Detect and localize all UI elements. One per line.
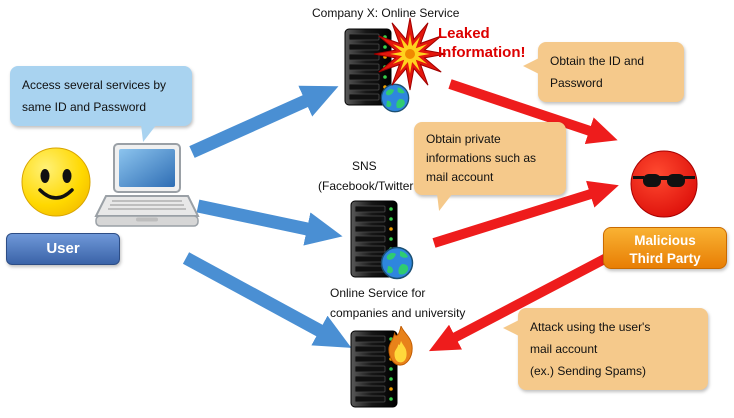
speech-bubble-access: Access several services by same ID and P… xyxy=(10,66,192,142)
laptop-node xyxy=(92,142,200,239)
arrow-user-to-companyx xyxy=(189,85,339,158)
arrow-leak-to-malicious xyxy=(448,79,618,144)
malicious-label-badge: Malicious Third Party xyxy=(603,227,727,269)
sns-title: SNS xyxy=(352,159,377,173)
angry-face-sunglasses-icon xyxy=(630,150,698,218)
bubble-line: mail account xyxy=(426,170,494,184)
arrow-malicious-attack xyxy=(428,248,619,352)
bubble-line: Access several services by xyxy=(22,78,167,92)
bubble-line: Obtain private xyxy=(426,132,501,146)
smiley-face-icon xyxy=(21,147,91,217)
laptop-icon xyxy=(94,143,200,227)
online-service-title-line2: companies and university xyxy=(330,306,466,320)
speech-bubble-attack: Attack using the user's mail account (ex… xyxy=(503,308,708,390)
sns-subtitle: (Facebook/Twitter etc..) xyxy=(318,179,444,193)
sns-server xyxy=(350,200,414,280)
bubble-line: Attack using the user's xyxy=(530,320,651,334)
bubble-tail xyxy=(523,58,539,74)
globe-icon xyxy=(380,246,414,280)
leaked-information-label: Leaked Information! xyxy=(438,24,526,62)
user-label-badge: User xyxy=(6,233,120,265)
bubble-line: informations such as xyxy=(426,151,537,165)
online-service-server xyxy=(350,326,413,418)
speech-bubble-obtain-id: Obtain the ID and Password xyxy=(523,42,684,102)
explosion-burst-icon xyxy=(373,17,447,91)
online-service-title-line1: Online Service for xyxy=(330,286,426,300)
arrow-user-to-online-service xyxy=(182,252,352,348)
leaked-line1: Leaked xyxy=(438,25,490,42)
bubble-line: Password xyxy=(550,76,603,90)
companyx-title: Company X: Online Service xyxy=(312,6,460,20)
bubble-line: (ex.) Sending Spams) xyxy=(530,364,647,378)
companyx-server xyxy=(344,17,447,113)
arrow-user-to-sns xyxy=(196,199,343,246)
leaked-line2: Information! xyxy=(438,44,526,61)
bubble-line: same ID and Password xyxy=(22,100,147,114)
bubble-line: Obtain the ID and xyxy=(550,54,645,68)
bubble-tail xyxy=(503,320,519,336)
arrow-sns-to-malicious xyxy=(432,180,619,248)
speech-bubble-obtain-private: Obtain private informations such as mail… xyxy=(414,122,566,211)
fire-icon xyxy=(388,326,413,366)
malicious-line1: Malicious xyxy=(634,233,696,248)
malicious-node xyxy=(627,147,701,226)
user-node xyxy=(20,146,92,223)
malicious-line2: Third Party xyxy=(629,251,701,266)
bubble-line: mail account xyxy=(530,342,598,356)
